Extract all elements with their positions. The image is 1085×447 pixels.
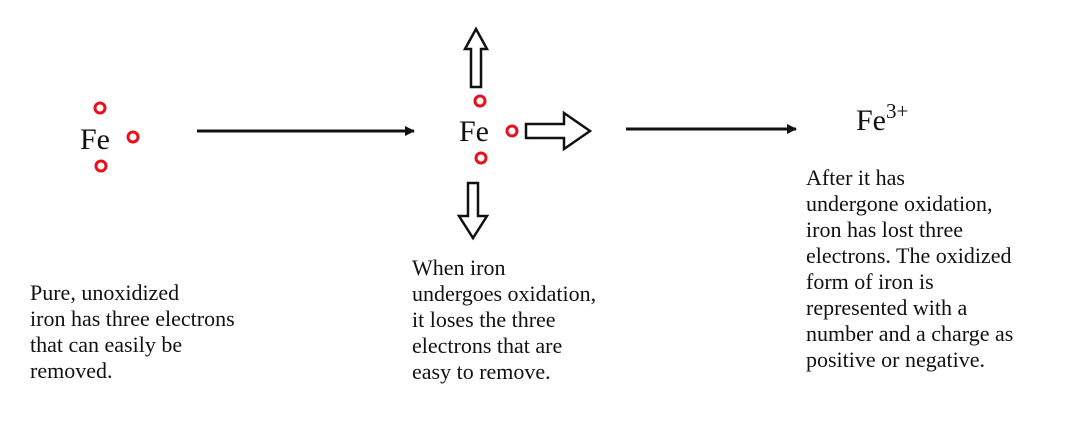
iron-ion-symbol: Fe	[856, 104, 886, 137]
iron-symbol-pure: Fe	[80, 123, 110, 156]
electron-dot-bottom	[94, 159, 108, 173]
stage-oxidizing-iron: Fe	[456, 26, 593, 241]
caption-pure-iron: Pure, unoxidized iron has three electron…	[30, 280, 235, 383]
iron-ion-charge: 3+	[886, 99, 908, 123]
electron-dot-top	[93, 101, 107, 115]
iron-symbol-oxidizing: Fe	[459, 115, 489, 148]
caption-oxidized-iron: After it has undergone oxidation, iron h…	[806, 165, 1014, 372]
hollow-arrow-up-icon	[462, 26, 490, 89]
iron-ion-label: Fe3+	[856, 99, 908, 137]
hollow-arrow-right-icon	[524, 110, 593, 152]
electron-dot-bottom	[474, 151, 488, 165]
hollow-arrow-down-icon	[456, 181, 490, 241]
electron-dot-right	[126, 130, 140, 144]
electron-dot-right	[505, 124, 519, 138]
caption-oxidation: When iron undergoes oxidation, it loses …	[412, 255, 597, 384]
electron-dot-top	[473, 94, 487, 108]
stage-pure-iron: Fe	[80, 101, 140, 173]
